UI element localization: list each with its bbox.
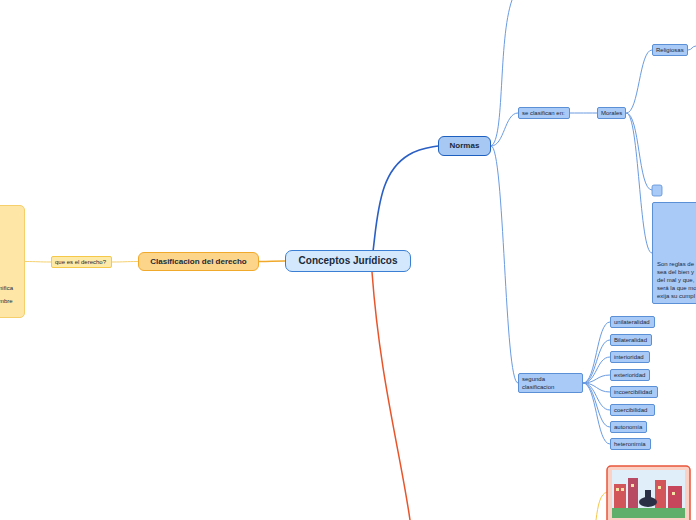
- branch-connector: [259, 260, 285, 262]
- topic-label: exterioridad: [614, 370, 645, 380]
- main-topic: Normas: [438, 136, 491, 156]
- branch-connector: [373, 146, 438, 250]
- branch-connector: [583, 322, 610, 383]
- subtopic-box: se clasifican en:: [518, 107, 570, 119]
- branch-line: [688, 46, 696, 50]
- subtopic-box: unilateralidad: [610, 316, 655, 328]
- branch-connector: [626, 113, 652, 253]
- branch-connector: [583, 375, 610, 383]
- branch-connector: [25, 261, 51, 263]
- city-illustration: [607, 466, 690, 520]
- subtopic-box: Religiosas: [652, 44, 688, 56]
- subtopic-box: autonomía: [610, 421, 647, 433]
- subtopic-box: Bilateralidad: [610, 334, 652, 346]
- branch-connector: [570, 113, 597, 114]
- topic-label: Normas: [450, 141, 480, 151]
- branch-connector: [626, 50, 652, 113]
- topic-label: se clasifican en:: [522, 108, 565, 118]
- central-topic: Conceptos Jurídicos: [285, 250, 411, 272]
- subtopic-box: exterioridad: [610, 369, 650, 381]
- subtopic-box: que es el derecho?: [51, 256, 112, 268]
- topic-label: que es el derecho?: [55, 257, 106, 267]
- subtopic-box: incoercibilidad: [610, 386, 658, 398]
- topic-label: coercibilidad: [614, 405, 647, 415]
- branch-line: [596, 492, 607, 520]
- topic-label: heteronimía: [614, 439, 646, 449]
- subtopic-box: heteronimía: [610, 438, 651, 450]
- branch-connector: [112, 261, 138, 263]
- empty-topic: [652, 185, 662, 196]
- subtopic-box: Morales: [597, 107, 626, 119]
- branch-connector: [583, 357, 610, 383]
- topic-label: incoercibilidad: [614, 387, 652, 397]
- branch-connector: [491, 113, 518, 146]
- branch-connector: [583, 340, 610, 383]
- branch-line: [372, 272, 410, 520]
- topic-label: Morales: [601, 108, 622, 118]
- topic-label: Bilateralidad: [614, 335, 647, 345]
- note-box: nifica mbre: [0, 205, 25, 318]
- subtopic-box: segunda clasificacion: [518, 373, 583, 393]
- topic-label: nifica mbre: [0, 282, 19, 308]
- topic-label: Conceptos Jurídicos: [299, 256, 398, 266]
- topic-label: Son reglas de sea del bien y del mal y q…: [657, 260, 696, 300]
- main-topic: Clasificacion del derecho: [138, 252, 259, 271]
- topic-label: unilateralidad: [614, 317, 650, 327]
- topic-label: autonomía: [614, 422, 642, 432]
- branch-connector: [491, 146, 518, 383]
- branch-connector: [583, 383, 610, 444]
- subtopic-box: coercibilidad: [610, 404, 655, 416]
- topic-label: Clasificacion del derecho: [150, 257, 246, 267]
- topic-label: interioridad: [614, 352, 644, 362]
- subtopic-box: interioridad: [610, 351, 650, 363]
- note-box: Son reglas de sea del bien y del mal y q…: [652, 202, 696, 304]
- branch-line: [491, 0, 512, 146]
- branch-connector: [583, 383, 610, 427]
- topic-label: Religiosas: [656, 45, 684, 55]
- topic-label: segunda clasificacion: [522, 375, 562, 391]
